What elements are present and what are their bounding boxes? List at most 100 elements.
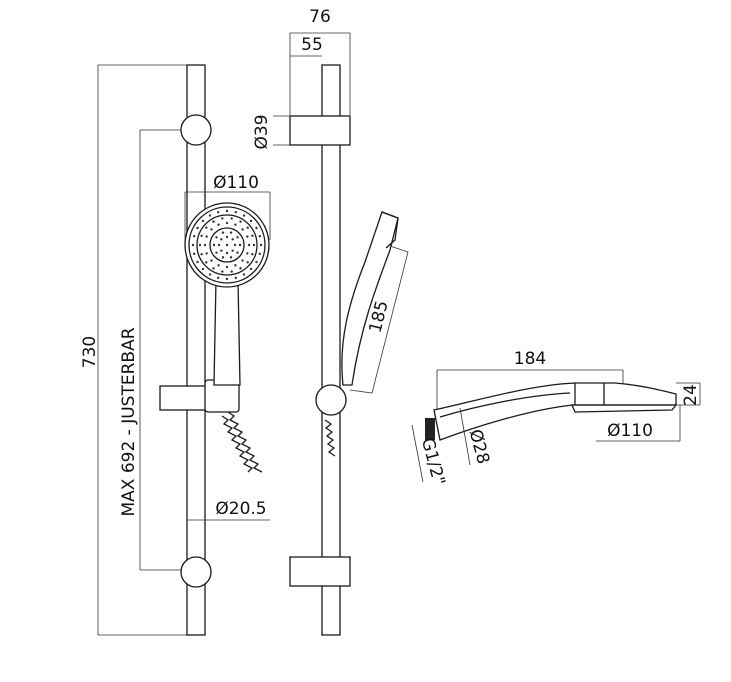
nozzle xyxy=(191,243,195,247)
front-view: 730 MAX 692 - JUSTERBAR Ø110 xyxy=(80,64,271,636)
nozzle xyxy=(225,243,229,247)
nozzle xyxy=(198,243,202,247)
nozzle xyxy=(230,270,233,273)
hose xyxy=(227,411,263,473)
hand-shower-front xyxy=(184,202,270,386)
length-label: 184 xyxy=(514,349,546,369)
nozzle xyxy=(242,214,246,217)
thread-label: G1/2" xyxy=(417,436,449,488)
nozzle xyxy=(201,267,205,271)
nozzle xyxy=(255,260,258,264)
nozzle xyxy=(230,217,233,220)
nozzle xyxy=(229,256,233,259)
nozzle xyxy=(229,231,233,234)
nozzle xyxy=(246,235,249,238)
nozzle xyxy=(217,276,220,280)
bracket-bottom-side xyxy=(289,556,351,587)
rail-diameter-label: Ø20.5 xyxy=(215,499,266,519)
head-height-label: 24 xyxy=(681,384,701,406)
nozzle xyxy=(203,243,207,247)
nozzle xyxy=(221,256,225,259)
bracket-offset-label: 55 xyxy=(301,35,323,55)
nozzle xyxy=(258,235,262,238)
nozzle xyxy=(200,253,203,256)
nozzle xyxy=(251,234,254,237)
nozzle xyxy=(205,235,208,238)
nozzle xyxy=(246,226,249,229)
slider xyxy=(159,379,240,413)
nozzle xyxy=(246,252,249,255)
nozzle xyxy=(249,267,253,271)
nozzle xyxy=(192,235,196,238)
nozzle xyxy=(242,273,246,276)
nozzle xyxy=(246,261,249,264)
nozzle xyxy=(252,243,256,247)
bracket-top-side xyxy=(289,115,351,146)
nozzle xyxy=(251,253,254,256)
nozzle xyxy=(231,249,234,252)
nozzle xyxy=(238,243,242,247)
nozzle xyxy=(247,243,251,247)
bracket-depth-label: 76 xyxy=(309,7,331,27)
thread-connector xyxy=(425,418,435,440)
total-height-label: 730 xyxy=(80,336,100,368)
nozzle xyxy=(212,243,216,247)
dimension-adjust-bar: MAX 692 - JUSTERBAR xyxy=(119,129,196,571)
nozzle xyxy=(201,219,205,223)
nozzle xyxy=(234,223,237,226)
nozzle xyxy=(249,219,253,223)
slider-side xyxy=(315,384,347,416)
profile-head-diameter-label: Ø110 xyxy=(607,421,653,441)
nozzle xyxy=(225,277,229,281)
nozzle xyxy=(217,243,221,247)
nozzle xyxy=(205,252,208,255)
handshower-profile-view: 184 24 Ø110 Ø28 G1/2" xyxy=(411,349,701,488)
nozzle xyxy=(233,243,237,247)
nozzle xyxy=(215,236,218,239)
rail xyxy=(186,64,206,636)
nozzle xyxy=(220,249,223,252)
nozzle xyxy=(241,228,244,231)
dimension-total-height: 730 xyxy=(80,64,190,636)
nozzle xyxy=(234,264,237,267)
nozzle xyxy=(217,210,220,214)
nozzle xyxy=(225,209,229,213)
nozzle xyxy=(258,252,262,255)
nozzle xyxy=(205,226,208,229)
nozzle xyxy=(259,243,263,247)
nozzle xyxy=(200,234,203,237)
nozzle xyxy=(192,252,196,255)
nozzle xyxy=(215,251,218,254)
nozzle xyxy=(236,236,239,239)
nozzle xyxy=(231,238,234,241)
head-diameter-label: Ø110 xyxy=(213,173,259,193)
nozzle xyxy=(221,217,224,220)
nozzle xyxy=(225,251,229,255)
nozzle xyxy=(255,226,258,230)
nozzle xyxy=(225,265,229,269)
rail-side xyxy=(321,64,341,636)
wall-bracket-bottom xyxy=(180,556,212,588)
nozzle xyxy=(236,251,239,254)
nozzle xyxy=(196,260,199,264)
nozzle xyxy=(239,267,242,270)
nozzle xyxy=(217,223,220,226)
nozzle xyxy=(239,220,242,223)
nozzle xyxy=(210,259,213,262)
nozzle xyxy=(212,220,215,223)
nozzle xyxy=(234,210,237,214)
nozzle xyxy=(225,235,229,239)
nozzle xyxy=(217,264,220,267)
side-view: 76 55 Ø39 185 xyxy=(252,7,409,636)
nozzle xyxy=(220,238,223,241)
bracket-diameter-label: Ø39 xyxy=(252,114,272,149)
nozzle xyxy=(205,261,208,264)
hand-shower-side xyxy=(341,211,399,386)
wall-bracket-top xyxy=(180,114,212,146)
nozzle xyxy=(225,221,229,225)
nozzle xyxy=(208,273,212,276)
nozzle xyxy=(221,231,225,234)
nozzle xyxy=(196,226,199,230)
nozzle xyxy=(210,228,213,231)
